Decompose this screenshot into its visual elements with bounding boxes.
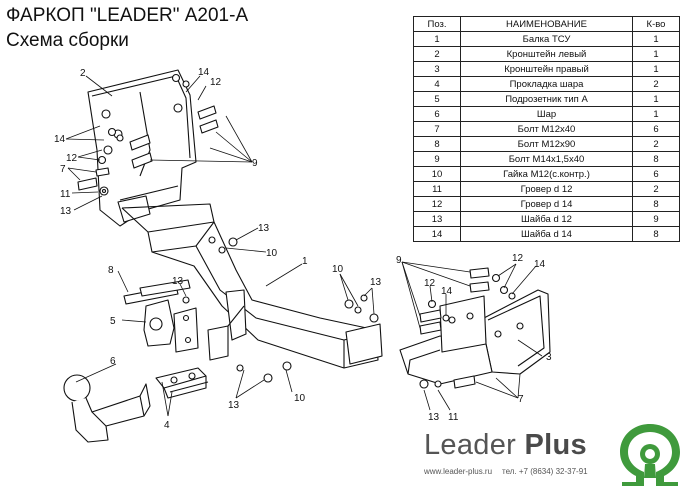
left-bracket-part xyxy=(87,69,197,227)
callout-14: 14 xyxy=(198,67,210,78)
callout-8: 8 xyxy=(108,265,114,276)
callout-6: 6 xyxy=(110,356,116,367)
quantity-cell: 8 xyxy=(632,226,680,242)
callout-9: 9 xyxy=(252,158,258,169)
callout-7: 7 xyxy=(60,164,66,175)
right-bracket-part xyxy=(399,289,551,385)
callout-13: 13 xyxy=(258,223,270,234)
leader-lines xyxy=(65,75,543,417)
callout-10: 10 xyxy=(266,248,278,259)
callout-7: 7 xyxy=(518,394,524,405)
parts-table-header: Поз. НАИМЕНОВАНИЕ К-во xyxy=(413,16,680,32)
bolts-right xyxy=(419,267,516,389)
callout-13: 13 xyxy=(172,276,184,287)
ball-spacers-part xyxy=(155,367,209,399)
brand-name-light: Leader xyxy=(424,429,517,461)
callout-10: 10 xyxy=(332,264,344,275)
callout-5: 5 xyxy=(110,316,116,327)
tow-ball-part xyxy=(63,374,151,443)
callout-12: 12 xyxy=(210,77,222,88)
bolts-left-top xyxy=(77,73,219,196)
drawing-title: ФАРКОП "LEADER" А201-А xyxy=(6,5,249,26)
callout-13: 13 xyxy=(370,277,382,288)
callout-4: 4 xyxy=(164,420,170,431)
quantity-cell: 1 xyxy=(632,91,680,107)
callout-14: 14 xyxy=(534,259,546,270)
callout-1: 1 xyxy=(302,256,308,267)
brand-phone: тел. +7 (8634) 32-37-91 xyxy=(502,467,588,476)
callout-11: 11 xyxy=(60,189,71,200)
callout-11: 11 xyxy=(448,412,459,423)
callout-13: 13 xyxy=(228,400,240,411)
brand-name-bold: Plus xyxy=(524,429,587,461)
socket-plate-part xyxy=(123,279,199,353)
callout-12: 12 xyxy=(512,253,524,264)
callout-14: 14 xyxy=(54,134,66,145)
callout-labels: 2 14 12 14 12 9 7 11 13 13 10 1 8 13 5 6… xyxy=(54,67,552,431)
callout-12: 12 xyxy=(66,153,78,164)
callout-13: 13 xyxy=(60,206,72,217)
callout-12: 12 xyxy=(424,278,436,289)
brand-name: Leader Plus xyxy=(424,429,587,462)
callout-9: 9 xyxy=(396,255,402,266)
leader-plus-omega-logo-icon xyxy=(620,424,680,486)
brand-website[interactable]: www.leader-plus.ru xyxy=(424,467,493,476)
callout-10: 10 xyxy=(294,393,306,404)
callout-14: 14 xyxy=(441,286,453,297)
callout-3: 3 xyxy=(546,352,552,363)
drawing-subtitle: Схема сборки xyxy=(6,30,129,51)
main-beam-part xyxy=(121,203,383,369)
beam-fasteners xyxy=(208,236,379,383)
callout-13: 13 xyxy=(428,412,440,423)
callout-2: 2 xyxy=(80,68,86,79)
